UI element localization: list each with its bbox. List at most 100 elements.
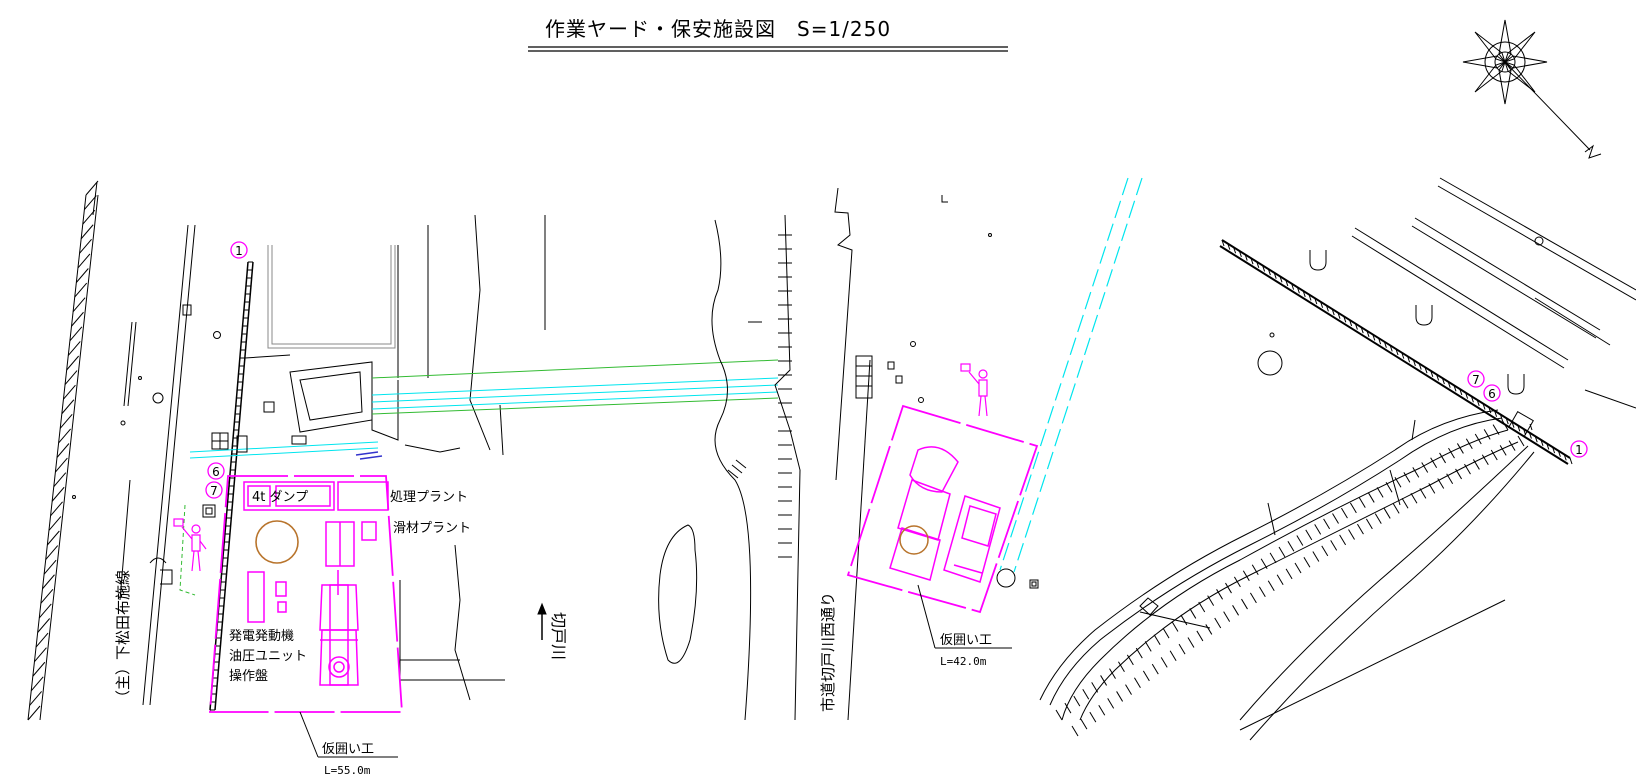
compass-rose-icon <box>1462 19 1602 159</box>
right-fence-hatch-line <box>1436 374 1440 381</box>
right-fence-hatch-line <box>1552 446 1556 454</box>
river-hatch-line <box>1091 682 1099 693</box>
river-hatch-line <box>1374 513 1382 524</box>
railing-hatch-line <box>59 414 73 429</box>
right-fence-hatch-line <box>1401 352 1405 359</box>
river-hatch-line <box>1126 654 1134 666</box>
river-hatch-line <box>1241 598 1248 610</box>
river-hatch-line <box>1419 488 1427 499</box>
river-banks <box>658 214 801 721</box>
right-fence-hatch-line <box>1285 279 1289 287</box>
river-hatch-line <box>1383 508 1391 519</box>
right-fence-hatch-line <box>1273 272 1277 279</box>
river-hatch-line <box>1169 650 1177 661</box>
river-hatch-line <box>1160 657 1168 668</box>
marker-6-left: 6 <box>207 462 225 480</box>
river-hatch-line <box>1242 570 1250 582</box>
marker-1-right-label: 1 <box>1575 443 1583 457</box>
river-hatch-line <box>1412 467 1420 478</box>
river-hatch-line <box>1198 601 1206 613</box>
river-hatch-line <box>1269 552 1277 564</box>
river-hatch-line <box>1125 684 1132 695</box>
left-tank <box>255 520 299 564</box>
marker-1-left-label: 1 <box>235 244 243 258</box>
right-fence-hatch-line <box>1494 410 1498 417</box>
river-hatch-line <box>1314 524 1322 535</box>
railing-hatch-line <box>58 428 71 444</box>
right-fence-hatch-line <box>1511 421 1515 428</box>
railing-hatch-line <box>37 618 51 633</box>
right-fence-hatch-line <box>1389 345 1393 352</box>
river-hatch-line <box>1410 493 1418 504</box>
marker-7-right-label: 7 <box>1472 373 1480 387</box>
railing-hatch-line <box>29 691 42 706</box>
railing-hatch-line <box>45 545 59 560</box>
right-fence-hatch-line <box>1343 316 1347 323</box>
river-bank-ticks <box>778 234 792 558</box>
right-fence-hatch-line <box>1430 370 1434 377</box>
railing-hatch-line <box>64 370 78 385</box>
right-fence-hatch-line <box>1250 258 1254 265</box>
railing-hatch <box>27 180 99 721</box>
middle-pipe-dashed <box>999 177 1143 573</box>
river-hatch-line <box>1437 478 1445 489</box>
right-fence-hatch-line <box>1540 439 1544 446</box>
river-hatch-line <box>1107 698 1115 709</box>
river-hatch-line <box>1439 452 1446 464</box>
railing-hatch-line <box>84 195 97 210</box>
right-fence-hatch-line <box>1546 443 1550 450</box>
right-guard-fence <box>1219 239 1571 465</box>
river-hatch-line <box>1446 473 1454 484</box>
left-fence-label: 仮囲い工 <box>322 742 374 757</box>
middle-temporary-fence <box>846 404 1039 614</box>
river-hatch-line <box>1296 535 1304 546</box>
right-fence-hatch-line <box>1465 392 1469 399</box>
railing-hatch-line <box>32 661 46 677</box>
right-road-lines <box>1257 177 1636 431</box>
right-fence-hatch-line <box>1296 287 1300 294</box>
river-hatch-line <box>1492 424 1500 435</box>
middle-yard-equipment <box>889 446 1001 583</box>
right-fence-hatch-line <box>1221 239 1225 247</box>
right-fence-hatch <box>1221 239 1573 465</box>
right-fence-hatch-line <box>1302 290 1306 298</box>
flagman-icon <box>960 363 988 417</box>
middle-road-edges <box>834 187 1039 721</box>
marker-7-right: 7 <box>1467 370 1485 388</box>
railing-hatch-line <box>27 705 41 721</box>
right-fence-hatch-line <box>1256 261 1260 268</box>
river-hatch-line <box>1490 449 1498 461</box>
right-fence-hatch-line <box>1557 450 1561 457</box>
river-hatch-line <box>1171 621 1179 632</box>
left-yard-equipment <box>243 481 389 686</box>
river-hatch-line <box>1401 498 1409 509</box>
railing-hatch-line <box>43 559 57 575</box>
railing-hatch-line <box>82 209 96 225</box>
railing-hatch-line <box>34 647 47 662</box>
right-fence-hatch-line <box>1354 323 1358 330</box>
railing-hatch-line <box>79 239 92 254</box>
river-hatch-line <box>1098 704 1106 716</box>
right-box-fixture <box>1508 411 1534 437</box>
middle-fence-leader <box>917 584 1012 649</box>
right-fence-hatch-line <box>1459 388 1463 396</box>
river-hatch-line <box>1187 637 1195 648</box>
right-fence-hatch-line <box>1412 359 1416 367</box>
river-hatch-line <box>1287 540 1295 552</box>
left-buildings <box>244 214 546 701</box>
river-hatch-line <box>1472 459 1480 470</box>
railing-hatch-line <box>51 486 65 502</box>
right-fence-hatch-line <box>1418 363 1422 370</box>
lubricant-plant-label: 滑材プラント <box>393 521 471 536</box>
marker-6-right-label: 6 <box>1488 387 1496 401</box>
right-fence-hatch-line <box>1395 348 1399 356</box>
river-hatch-line <box>1394 477 1402 488</box>
river-hatch-line <box>1082 688 1090 700</box>
river-hatch-line <box>1448 447 1455 459</box>
marker-7-left-label: 7 <box>210 484 218 498</box>
railing-hatch-line <box>71 311 84 327</box>
river-hatch-line <box>1223 611 1231 622</box>
river-hatch-line <box>1151 663 1159 675</box>
dump-truck-label: 4t ダンプ <box>252 490 308 505</box>
